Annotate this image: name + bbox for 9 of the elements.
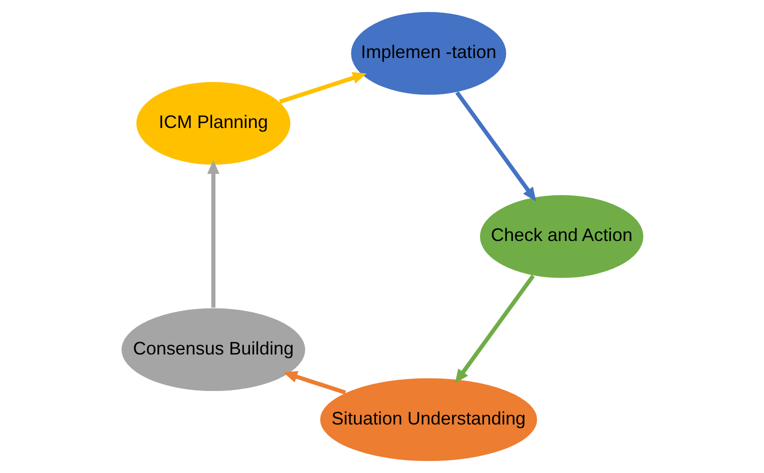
node-ellipse: ICM Planning bbox=[135, 81, 291, 166]
arrow bbox=[206, 160, 219, 308]
arrow bbox=[454, 274, 534, 384]
node-ellipse: Consensus Building bbox=[120, 307, 306, 392]
arrow bbox=[278, 72, 366, 104]
arrow bbox=[454, 91, 536, 202]
node-ellipse: Situation Understanding bbox=[318, 377, 538, 462]
node-ellipse: Check and Action bbox=[478, 194, 644, 279]
arrow bbox=[282, 370, 346, 395]
